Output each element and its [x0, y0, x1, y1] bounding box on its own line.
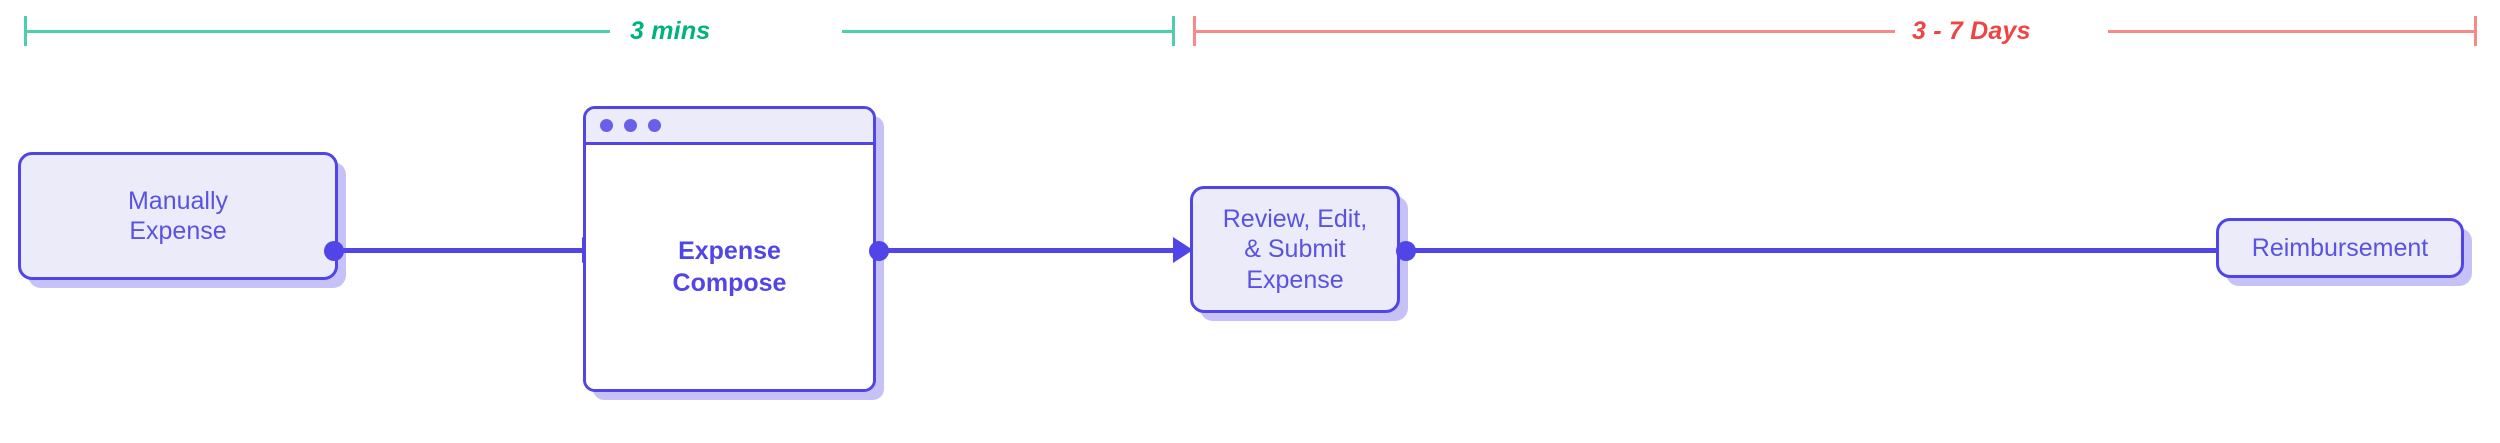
node-expense-compose-label: Expense Compose [672, 236, 787, 298]
timeline-tick-start [24, 16, 27, 46]
timeline-tick-mid-red [1193, 16, 1196, 46]
node-manually-expense[interactable]: Manually Expense [18, 152, 338, 280]
node-review-submit-label: Review, Edit, & Submit Expense [1222, 204, 1368, 294]
node-manually-expense-label: Manually Expense [127, 186, 229, 246]
browser-body: Expense Compose [586, 145, 873, 389]
node-reimbursement[interactable]: Reimbursement [2216, 218, 2464, 278]
node-review-submit[interactable]: Review, Edit, & Submit Expense [1190, 186, 1400, 313]
timeline-line-right [842, 30, 1172, 33]
connector-line [879, 248, 1175, 253]
connector-arrowhead-icon [1173, 237, 1193, 263]
timeline-line-left [26, 30, 610, 33]
connector-line [334, 248, 584, 253]
timeline-segment-fast: 3 mins [0, 0, 2500, 64]
node-reimbursement-label: Reimbursement [2251, 233, 2429, 262]
timeline-segment-slow: 3 - 7 Days [0, 0, 2500, 64]
timeline-label-fast: 3 mins [630, 17, 711, 45]
timeline-label-slow: 3 - 7 Days [1912, 17, 2031, 45]
timeline-tick-mid-green [1172, 16, 1175, 46]
timeline-tick-end [2474, 16, 2477, 46]
timeline-line-right-red [2108, 30, 2477, 33]
timeline-line-left-red [1195, 30, 1895, 33]
browser-dot-2-icon [624, 119, 637, 132]
browser-dot-1-icon [600, 119, 613, 132]
node-expense-compose[interactable]: Expense Compose [583, 106, 876, 392]
connector-line [1406, 248, 2364, 253]
browser-dot-3-icon [648, 119, 661, 132]
browser-titlebar [586, 109, 873, 145]
